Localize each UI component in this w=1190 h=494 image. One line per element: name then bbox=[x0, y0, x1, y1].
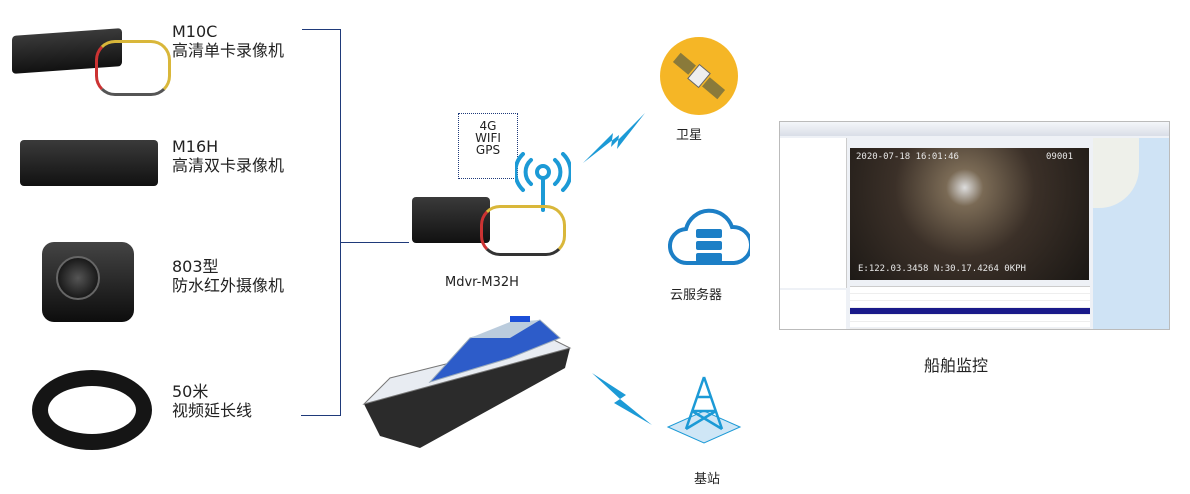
alarm-table bbox=[850, 286, 1090, 329]
base-station-label: 基站 bbox=[694, 472, 721, 487]
mdvr-m32h-image bbox=[412, 197, 490, 243]
monitoring-software-screenshot: 2020-07-18 16:01:46 09001 E:122.03.3458 … bbox=[779, 121, 1170, 330]
base-station-icon bbox=[666, 376, 742, 444]
device-model: M16H bbox=[172, 137, 219, 156]
boat-image bbox=[362, 316, 572, 448]
mdvr-cables-image bbox=[480, 205, 566, 256]
device-desc: 高清双卡录像机 bbox=[172, 156, 285, 175]
video-channel: 09001 bbox=[1046, 152, 1074, 162]
hub-features-box: 4G WIFI GPS bbox=[458, 113, 518, 179]
feature-4g: 4G bbox=[479, 119, 497, 133]
video-feed: 2020-07-18 16:01:46 09001 E:122.03.3458 … bbox=[850, 148, 1089, 280]
device-label-cable: 50米 视频延长线 bbox=[172, 382, 252, 420]
device-label-m16h: M16H 高清双卡录像机 bbox=[172, 137, 284, 175]
video-timestamp: 2020-07-18 16:01:46 bbox=[856, 152, 959, 162]
m16h-recorder-image bbox=[20, 140, 158, 186]
device-desc: 防水红外摄像机 bbox=[172, 276, 285, 295]
map-panel bbox=[1093, 138, 1169, 329]
device-model: 803型 bbox=[172, 257, 219, 276]
device-desc: 视频延长线 bbox=[172, 401, 253, 420]
device-model: 50米 bbox=[172, 382, 209, 401]
bracket-connector-line bbox=[341, 242, 409, 243]
satellite-label: 卫星 bbox=[676, 128, 703, 143]
satellite-body-icon bbox=[672, 52, 726, 100]
device-desc: 高清单卡录像机 bbox=[172, 41, 285, 60]
antenna-signal-icon bbox=[515, 152, 571, 212]
cloud-server-icon bbox=[668, 208, 750, 266]
device-model: M10C bbox=[172, 22, 218, 41]
software-toolbar bbox=[780, 122, 1169, 136]
cable-coil-image bbox=[32, 370, 152, 450]
device-label-m10c: M10C 高清单卡录像机 bbox=[172, 22, 284, 60]
m10c-cables-image bbox=[95, 40, 171, 96]
vehicle-tree-panel bbox=[780, 138, 847, 288]
bracket-bottom-line bbox=[301, 415, 341, 416]
feature-wifi: WIFI bbox=[475, 131, 501, 145]
lightning-bolt-icon bbox=[583, 113, 645, 163]
bracket-vertical-line bbox=[340, 29, 341, 416]
bracket-top-line bbox=[302, 29, 341, 30]
camera-lens-icon bbox=[56, 256, 100, 300]
lightning-bolt-icon bbox=[592, 373, 652, 425]
feature-gps: GPS bbox=[475, 143, 501, 157]
properties-panel bbox=[780, 290, 846, 329]
video-gps: E:122.03.3458 N:30.17.4264 0KPH bbox=[858, 264, 1026, 274]
monitor-caption: 船舶监控 bbox=[924, 356, 989, 375]
cloud-server-label: 云服务器 bbox=[670, 288, 723, 303]
device-label-803: 803型 防水红外摄像机 bbox=[172, 257, 284, 295]
hub-name: Mdvr-M32H bbox=[445, 275, 519, 290]
